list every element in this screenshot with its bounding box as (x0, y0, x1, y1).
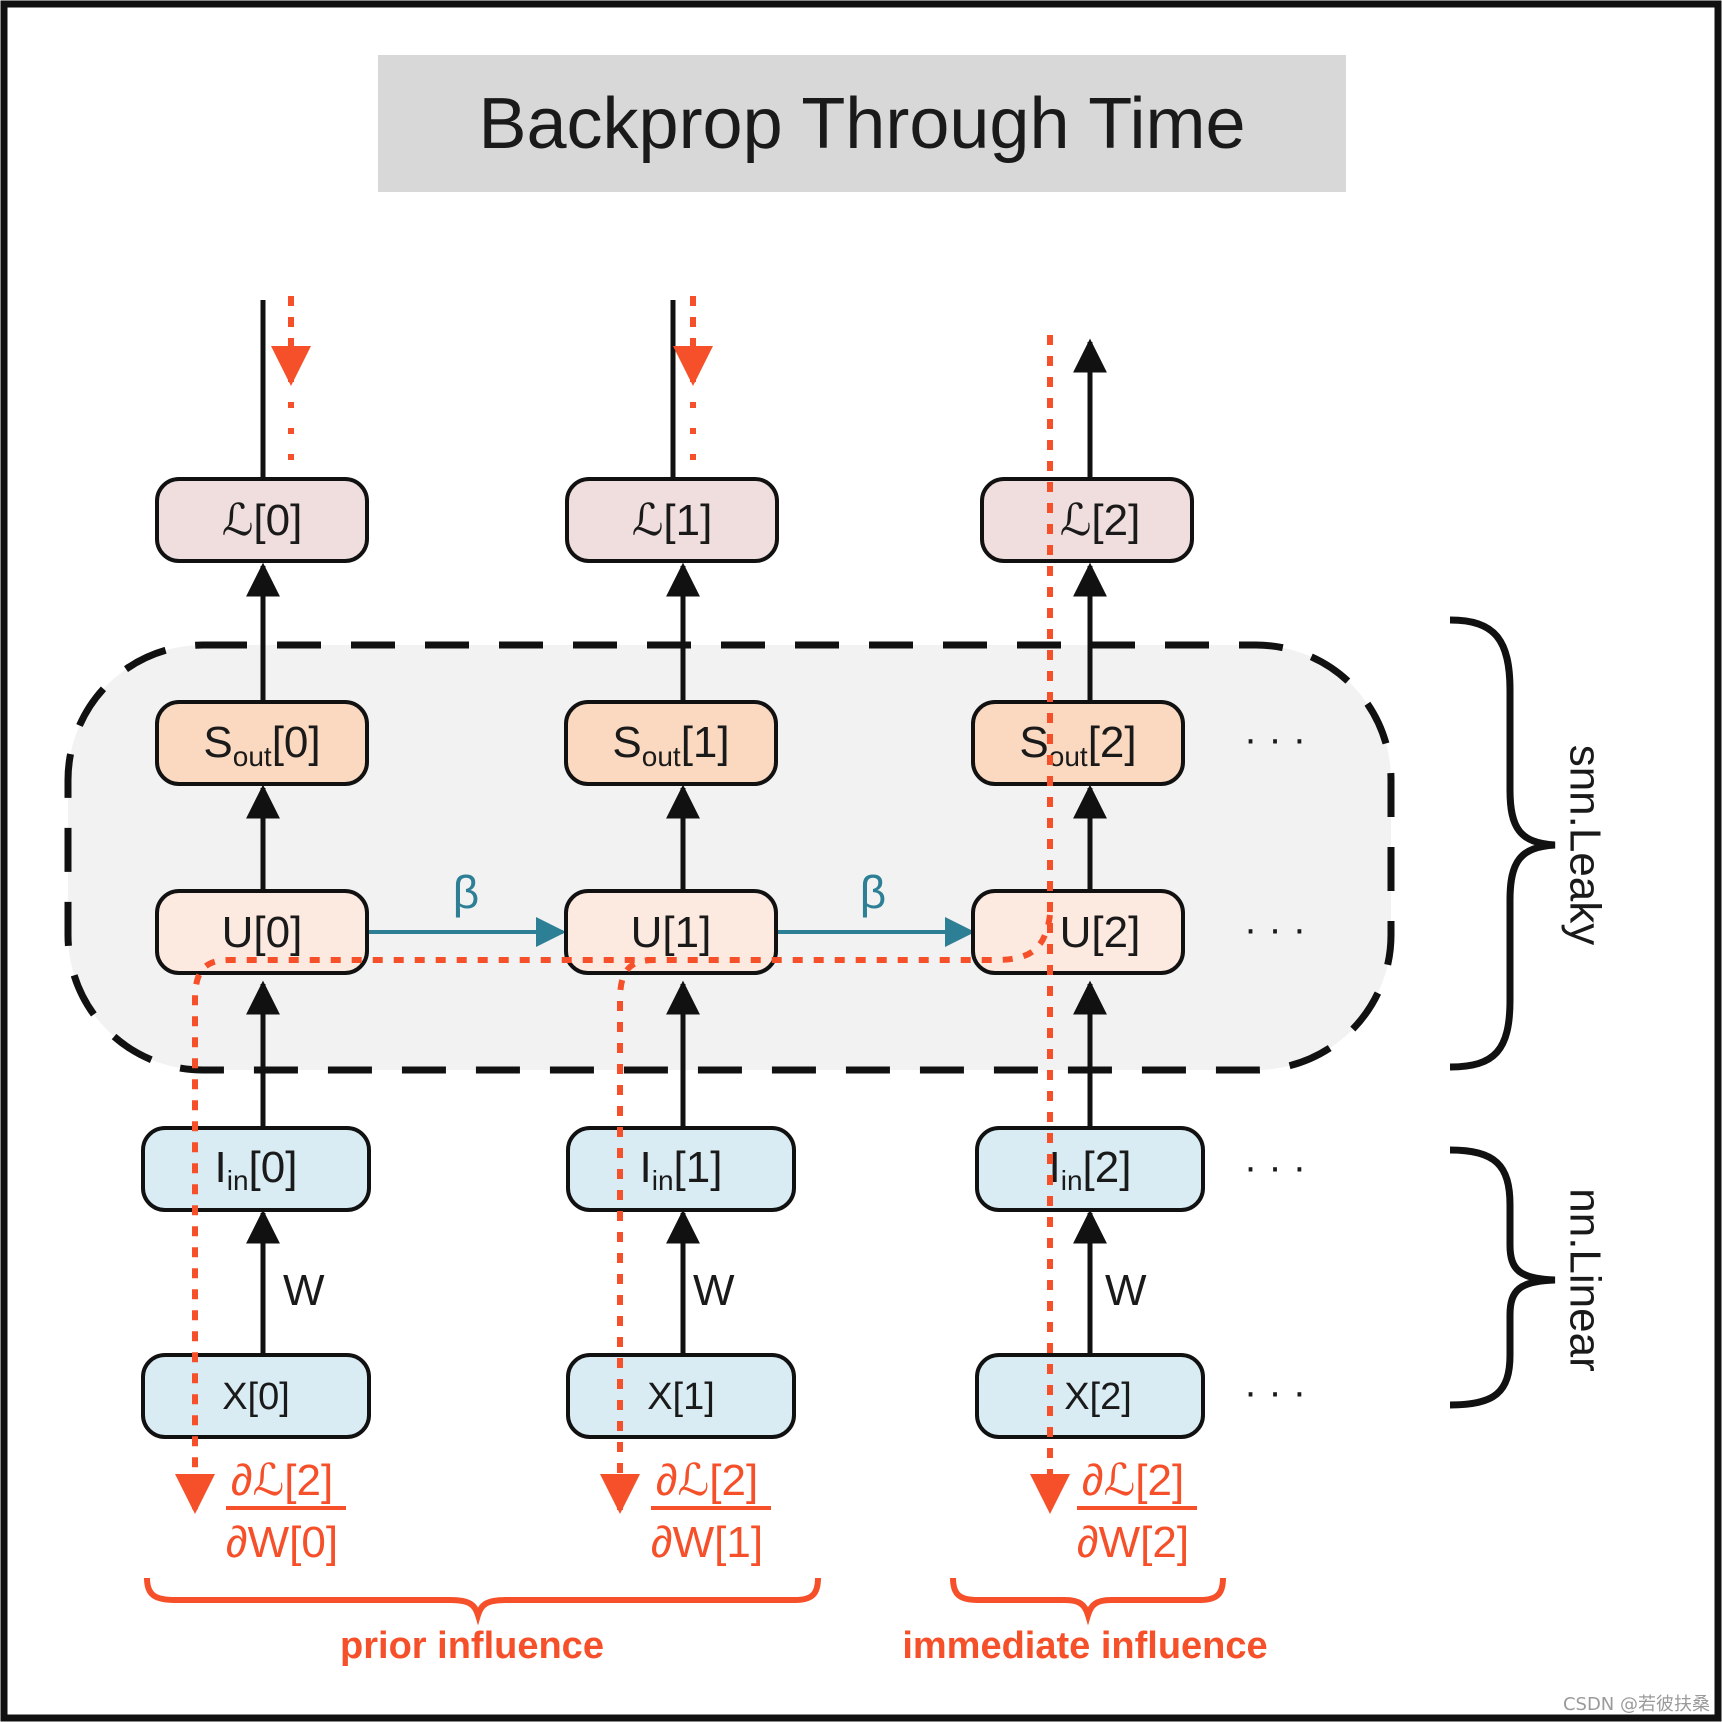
input-box-1 (566, 1353, 796, 1439)
current-box-1 (566, 1126, 796, 1212)
grad-path-prior-1 (600, 957, 656, 1514)
spike-label-0: Sout[0] (203, 718, 320, 772)
membrane-box-0 (155, 889, 369, 975)
spike-label-1: Sout[1] (612, 718, 729, 772)
leaky-brace (1449, 616, 1556, 1071)
title-banner (378, 55, 1346, 192)
loss-label-1: ℒ[1] (632, 496, 713, 545)
beta-label-1: β (860, 866, 886, 918)
current-box-2 (975, 1126, 1205, 1212)
spike-box-2 (971, 700, 1185, 786)
gradient-denominator-0: ∂W[0] (226, 1518, 338, 1567)
spike-box-0 (155, 700, 369, 786)
weight-label-2: W (1105, 1266, 1147, 1315)
membrane-box-1 (564, 889, 778, 975)
membrane-label-1: U[1] (631, 908, 712, 957)
weight-label-0: W (283, 1266, 325, 1315)
input-box-2 (975, 1353, 1205, 1439)
gradient-numerator-0: ∂ℒ[2] (231, 1456, 333, 1505)
current-label-0: Iin[0] (215, 1143, 298, 1196)
loss-label-0: ℒ[0] (222, 496, 303, 545)
diagram-title: Backprop Through Time (478, 84, 1245, 164)
gradient-fraction-2: ∂ℒ[2] ∂W[2] (1077, 1456, 1197, 1567)
membrane-label-0: U[0] (222, 908, 303, 957)
ellipsis-current: · · · (1244, 1145, 1306, 1189)
loss-box-1 (565, 477, 779, 563)
linear-label: nn.Linear (1560, 1188, 1609, 1371)
beta-label-0: β (453, 866, 479, 918)
ellipsis-membrane: · · · (1244, 907, 1306, 951)
gradient-numerator-2: ∂ℒ[2] (1082, 1456, 1184, 1505)
loss-box-0 (155, 477, 369, 563)
gradient-fraction-1: ∂ℒ[2] ∂W[1] (651, 1456, 771, 1567)
input-label-2: X[2] (1064, 1376, 1132, 1418)
gradient-fraction-0: ∂ℒ[2] ∂W[0] (226, 1456, 346, 1567)
input-label-1: X[1] (647, 1376, 715, 1418)
leaky-label: snn.Leaky (1560, 745, 1609, 946)
gradient-numerator-1: ∂ℒ[2] (656, 1456, 758, 1505)
current-label-1: Iin[1] (640, 1143, 723, 1196)
ellipsis-spike: · · · (1244, 717, 1306, 761)
spike-label-2: Sout[2] (1019, 718, 1136, 772)
immediate-influence-label: immediate influence (902, 1625, 1267, 1667)
linear-brace (1449, 1146, 1556, 1409)
input-label-0: X[0] (222, 1376, 290, 1418)
current-box-0 (141, 1126, 371, 1212)
loss-box-2 (980, 477, 1194, 563)
loss-label-2: ℒ[2] (1060, 496, 1141, 545)
watermark: CSDN @若彼扶桑 (1563, 1694, 1710, 1715)
gradient-denominator-2: ∂W[2] (1077, 1518, 1189, 1567)
ellipsis-input: · · · (1244, 1370, 1306, 1414)
input-box-0 (141, 1353, 371, 1439)
prior-influence-label: prior influence (340, 1625, 604, 1667)
immediate-influence-brace (950, 1577, 1226, 1626)
spike-box-1 (564, 700, 778, 786)
prior-influence-brace (144, 1577, 821, 1626)
membrane-label-2: U[2] (1060, 908, 1141, 957)
weight-label-1: W (693, 1266, 735, 1315)
gradient-denominator-1: ∂W[1] (651, 1518, 763, 1567)
grad-path-prior-0 (175, 914, 1053, 1514)
